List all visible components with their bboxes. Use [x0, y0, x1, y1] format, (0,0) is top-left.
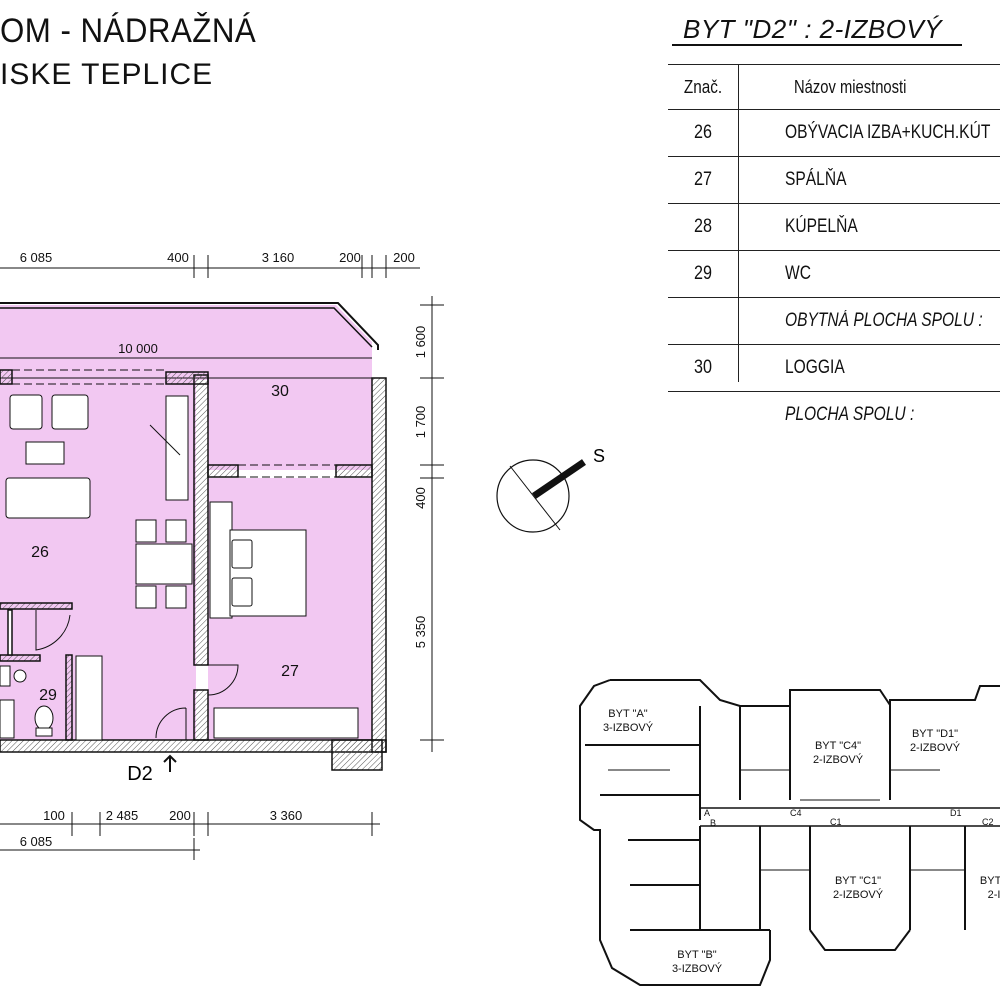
col-code-header: Znač. [683, 76, 723, 97]
key-unit-name: BYT "B" [677, 949, 716, 961]
col-name-header: Názov miestnosti [794, 76, 907, 97]
dim-bottom-1: 2 485 [106, 808, 139, 823]
key-plan [579, 679, 1000, 986]
key-entry-label: C4 [790, 808, 802, 818]
key-unit-type: 2-IZBOVÝ [910, 741, 961, 754]
dim-top-0: 6 085 [20, 250, 53, 265]
key-unit-type: 2-IZBOVÝ [813, 753, 864, 766]
key-unit-type: 3-IZBOVÝ [603, 721, 654, 734]
dim-right-2: 400 [413, 487, 428, 509]
table-row: 27 SPÁLŇA [668, 157, 1000, 204]
dim-top-3: 200 [339, 250, 361, 265]
key-unit-type: 2-I [988, 889, 1000, 901]
walls [0, 302, 387, 771]
row-code: 29 [694, 263, 712, 284]
dim-right-3: 5 350 [413, 616, 428, 649]
dim-right-1: 1 700 [413, 406, 428, 439]
table-row: 30 LOGGIA [668, 345, 1000, 392]
row-code: 26 [694, 122, 712, 143]
table-column-divider [738, 64, 739, 382]
furniture [0, 394, 359, 741]
row-name: LOGGIA [785, 357, 845, 378]
row-code: 27 [694, 169, 712, 190]
key-entry-label: D1 [950, 808, 962, 818]
table-row: 26 OBÝVACIA IZBA+KUCH.KÚT [668, 110, 1000, 157]
key-unit-type: 2-IZBOVÝ [833, 888, 884, 901]
row-name: OBÝVACIA IZBA+KUCH.KÚT [785, 122, 991, 143]
table-row: 28 KÚPELŇA [668, 204, 1000, 251]
room-table: Znač. Názov miestnosti 26 OBÝVACIA IZBA+… [668, 64, 1000, 438]
table-row-subtotal: OBYTNÁ PLOCHA SPOLU : [668, 298, 1000, 345]
row-name: WC [785, 263, 811, 284]
dim-bottom-3: 3 360 [270, 808, 303, 823]
key-entry-label: C2 [982, 817, 994, 827]
doors [35, 610, 239, 740]
key-entry-label: A [704, 808, 710, 818]
row-name: OBYTNÁ PLOCHA SPOLU : [785, 310, 983, 331]
room-label-26: 26 [31, 544, 49, 561]
dim-right-0: 1 600 [413, 326, 428, 359]
row-name: PLOCHA SPOLU : [785, 404, 915, 425]
key-unit-type: 3-IZBOVÝ [672, 962, 723, 975]
dim-bottom-0: 100 [43, 808, 65, 823]
table-row: 29 WC [668, 251, 1000, 298]
key-entry-label: C1 [830, 817, 842, 827]
room-label-30: 30 [271, 383, 289, 400]
row-code: 30 [694, 357, 712, 378]
dim-bottom-total: 6 085 [20, 834, 53, 849]
room-label-29: 29 [39, 687, 57, 704]
key-unit-name: BYT "A" [608, 708, 647, 720]
windows [12, 369, 336, 478]
key-entry-label: B [710, 818, 716, 828]
dim-top-2: 3 160 [262, 250, 295, 265]
project-title: OM - NÁDRAŽNÁ [0, 12, 257, 50]
compass-icon: S [496, 446, 605, 533]
dim-inner: 10 000 [118, 341, 158, 356]
compass-label: S [593, 446, 605, 466]
dim-top-1: 400 [167, 250, 189, 265]
dimension-right: 1 600 1 700 400 5 350 [413, 296, 444, 752]
dim-top-4: 200 [393, 250, 415, 265]
row-code: 28 [694, 216, 712, 237]
room-label-27: 27 [281, 663, 299, 680]
key-unit-name: BYT "C4" [815, 740, 861, 752]
row-name: SPÁLŇA [785, 169, 847, 190]
apartment-title-underline [672, 44, 962, 46]
unit-label: D2 [127, 763, 153, 785]
entry-arrow-icon [163, 754, 177, 772]
key-unit-name: BYT "C1" [835, 875, 881, 887]
table-row-total: PLOCHA SPOLU : [668, 392, 1000, 438]
table-header: Znač. Názov miestnosti [668, 64, 1000, 110]
project-location: ISKE TEPLICE [0, 58, 214, 91]
dim-bottom-2: 200 [169, 808, 191, 823]
dimension-bottom: 100 2 485 200 3 360 6 085 [0, 808, 380, 860]
key-unit-name: BYT "D1" [912, 728, 958, 740]
key-unit-name: BYT " [980, 875, 1000, 887]
apartment-title: BYT "D2" : 2-IZBOVÝ [683, 14, 943, 44]
dimension-top: 6 085 400 3 160 200 200 10 000 [0, 250, 420, 359]
row-name: KÚPELŇA [785, 216, 858, 237]
